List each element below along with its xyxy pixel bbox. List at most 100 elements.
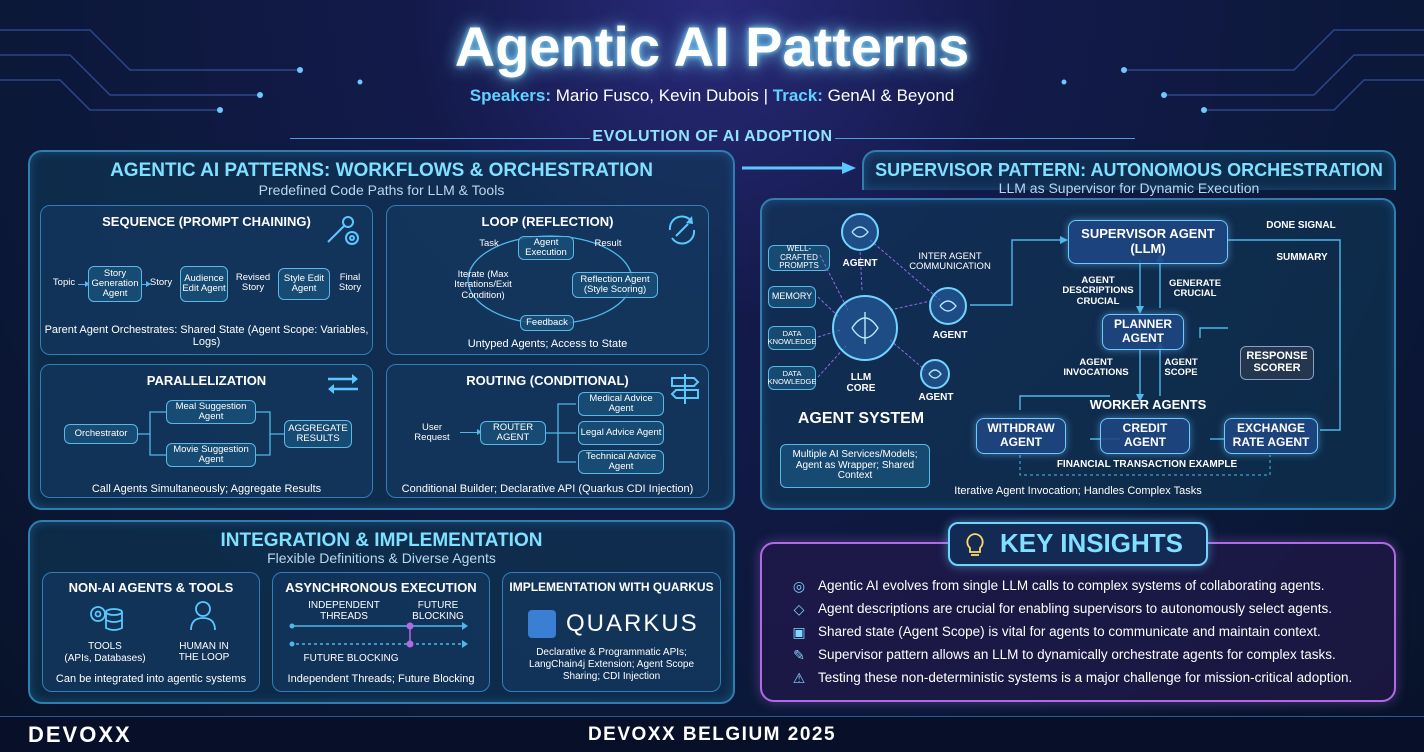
parallel-title: PARALLELIZATION — [146, 373, 267, 388]
future-blocking-top: FUTURE BLOCKING — [412, 600, 464, 622]
loop-iterate: Iterate (Max Iterations/Exit Condition) — [454, 269, 512, 301]
insight-item: Testing these non-deterministic systems … — [818, 670, 1353, 685]
loop-title: LOOP (REFLECTION) — [481, 214, 614, 229]
memory: MEMORY — [768, 286, 816, 308]
insights-panel — [760, 542, 1396, 702]
supervisor-header-panel: SUPERVISOR PATTERN: AUTONOMOUS ORCHESTRA… — [862, 150, 1396, 196]
speakers-names: Mario Fusco, Kevin Dubois | — [555, 86, 769, 105]
sequence-tools-icon — [327, 216, 359, 245]
agent-descriptions-crucial: AGENT DESCRIPTIONS CRUCIAL — [1062, 275, 1134, 307]
supervisor-subtitle: LLM as Supervisor for Dynamic Execution — [998, 180, 1260, 196]
data-knowledge-1: DATA KNOWLEDGE — [768, 326, 816, 350]
loop-task: Task — [479, 238, 499, 249]
workflows-subtitle: Predefined Code Paths for LLM & Tools — [258, 182, 505, 198]
data-knowledge-2: DATA KNOWLEDGE — [768, 366, 816, 390]
devoxx-logo: DEVOXX — [28, 722, 132, 747]
technical-advice-agent: Technical Advice Agent — [578, 450, 664, 474]
evolution-label: EVOLUTION OF AI ADOPTION — [592, 128, 833, 145]
warning-icon: ⚠ — [792, 670, 806, 686]
brain-icon: ◎ — [792, 578, 806, 594]
credit-agent: CREDIT AGENT — [1100, 418, 1190, 454]
seq-wire-2 — [142, 280, 151, 288]
aggregate-results: AGGREGATE RESULTS — [284, 420, 352, 448]
agent-scope: AGENT SCOPE — [1164, 357, 1198, 379]
route-wire-in — [460, 428, 482, 436]
financial-transaction-example: FINANCIAL TRANSACTION EXAMPLE — [1056, 459, 1238, 470]
lightbulb-icon — [966, 533, 984, 556]
agent-execution: Agent Execution — [518, 236, 574, 260]
evolution-arrow — [742, 162, 856, 174]
tag-icon: ◇ — [793, 601, 805, 617]
reflection-agent: Reflection Agent (Style Scoring) — [572, 272, 658, 298]
conductor-icon: ✎ — [793, 647, 805, 663]
insight-item: Supervisor pattern allows an LLM to dyna… — [818, 647, 1336, 662]
well-crafted-prompts: WELL-CRAFTED PROMPTS — [768, 245, 830, 271]
speakers-line: Speakers: Mario Fusco, Kevin Dubois | Tr… — [0, 86, 1424, 106]
sequence-title: SEQUENCE (PROMPT CHAINING) — [102, 214, 311, 229]
workflows-title: AGENTIC AI PATTERNS: WORKFLOWS & ORCHEST… — [110, 160, 653, 181]
worker-agents-label: WORKER AGENTS — [1089, 397, 1207, 412]
signpost-icon — [670, 374, 700, 404]
loop-feedback: Feedback — [520, 315, 574, 331]
withdraw-agent: WITHDRAW AGENT — [976, 418, 1066, 454]
event-name: DEVOXX BELGIUM 2025 — [587, 724, 837, 745]
non-ai-box: NON-AI AGENTS & TOOLS Can be integrated … — [42, 572, 260, 692]
evolution-line-left — [290, 138, 590, 139]
agent-label-bottom: AGENT — [918, 392, 954, 403]
integration-subtitle: Flexible Definitions & Diverse Agents — [267, 550, 496, 566]
user-request: User Request — [414, 422, 450, 444]
exchange-rate-agent: EXCHANGE RATE AGENT — [1224, 418, 1318, 454]
seq-story: Story — [149, 277, 173, 288]
speakers-label: Speakers: — [469, 86, 552, 105]
story-generation-agent: Story Generation Agent — [88, 266, 142, 302]
async-thread-lines — [289, 622, 468, 648]
insight-item: Agentic AI evolves from single LLM calls… — [818, 578, 1325, 593]
agent-system-graph — [817, 213, 967, 389]
audience-edit-agent: Audience Edit Agent — [180, 266, 228, 302]
meal-suggestion-agent: Meal Suggestion Agent — [166, 400, 256, 424]
done-signal: DONE SIGNAL — [1266, 220, 1336, 231]
routing-wires — [546, 403, 576, 463]
track-name: GenAI & Beyond — [827, 86, 955, 105]
track-label: Track: — [772, 86, 823, 105]
llm-core-label: LLM CORE — [846, 372, 876, 394]
refresh-icon — [668, 215, 696, 245]
supervisor-agent-llm: SUPERVISOR AGENT (LLM) — [1068, 220, 1228, 264]
agent-system-description: Multiple AI Services/Models; Agent as Wr… — [780, 444, 930, 488]
agent-invocations: AGENT INVOCATIONS — [1063, 357, 1129, 379]
parallel-footer: Call Agents Simultaneously; Aggregate Re… — [91, 483, 322, 495]
quarkus-logo-text: QUARKUS — [566, 610, 699, 637]
independent-threads: INDEPENDENT THREADS — [308, 600, 380, 622]
loop-footer: Untyped Agents; Access to State — [467, 338, 628, 350]
insight-item: Shared state (Agent Scope) is vital for … — [818, 624, 1321, 639]
future-blocking: FUTURE BLOCKING — [303, 653, 399, 664]
inter-agent-communication: INTER AGENT COMMUNICATION — [909, 251, 991, 273]
insights-title: KEY INSIGHTS — [1000, 528, 1184, 558]
supervisor-footer: Iterative Agent Invocation; Handles Comp… — [954, 485, 1202, 497]
orchestrator: Orchestrator — [64, 424, 138, 444]
tools-sub: (APIs, Databases) — [64, 653, 146, 664]
agent-label-right: AGENT — [932, 330, 968, 341]
routing-footer: Conditional Builder; Declarative API (Qu… — [401, 483, 694, 495]
parallel-wires — [138, 411, 284, 456]
insight-item: Agent descriptions are crucial for enabl… — [818, 601, 1333, 616]
loop-result: Result — [594, 238, 622, 249]
human-icon — [190, 601, 216, 631]
response-scorer: RESPONSE SCORER — [1240, 346, 1314, 380]
generate-crucial: GENERATE CRUCIAL — [1168, 278, 1222, 300]
network-icon: ▣ — [792, 624, 806, 640]
non-ai-footer: Can be integrated into agentic systems — [55, 673, 247, 685]
quarkus-footer: Declarative & Programmatic APIs; LangCha… — [528, 647, 695, 682]
non-ai-title: NON-AI AGENTS & TOOLS — [68, 580, 234, 595]
async-box: ASYNCHRONOUS EXECUTION Independent Threa… — [272, 572, 490, 692]
quarkus-title: IMPLEMENTATION WITH QUARKUS — [509, 580, 714, 594]
medical-advice-agent: Medical Advice Agent — [578, 392, 664, 416]
movie-suggestion-agent: Movie Suggestion Agent — [166, 443, 256, 467]
agent-label-top: AGENT — [842, 258, 878, 269]
integration-title: INTEGRATION & IMPLEMENTATION — [220, 530, 543, 551]
routing-title: ROUTING (CONDITIONAL) — [466, 373, 629, 388]
seq-wire-1 — [78, 280, 90, 288]
seq-revised: Revised Story — [235, 272, 271, 294]
sequence-footer: Parent Agent Orchestrates: Shared State … — [44, 324, 369, 348]
async-footer: Independent Threads; Future Blocking — [287, 673, 475, 685]
